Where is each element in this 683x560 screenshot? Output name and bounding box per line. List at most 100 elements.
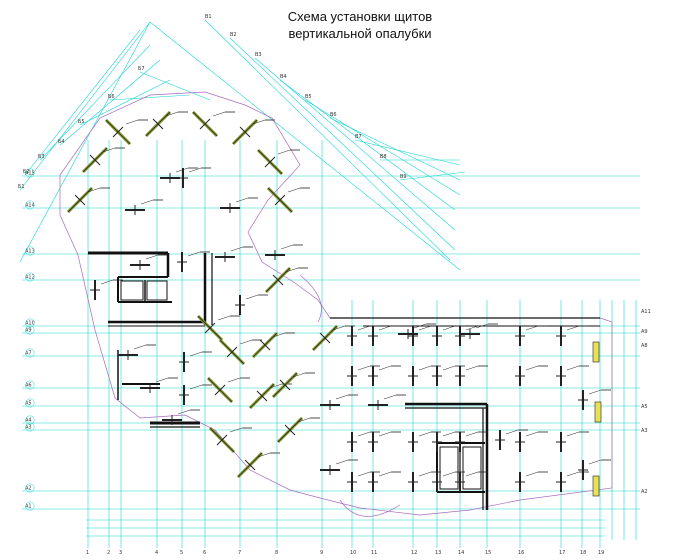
edge-panel-marker — [592, 475, 600, 497]
panel-tie — [244, 459, 256, 471]
leader-line — [525, 365, 539, 371]
panel-orthogonal — [179, 351, 212, 372]
grid-col-label: 10 — [350, 550, 356, 556]
leader-line — [442, 431, 456, 437]
leader-line — [418, 431, 432, 437]
grid-col-label: 9 — [320, 550, 323, 556]
walls — [88, 251, 600, 510]
panel-tie — [264, 156, 276, 168]
grid-row-label: А1 — [25, 504, 32, 510]
edge-panel-marker — [592, 341, 600, 363]
title-line-2: вертикальной опалубки — [288, 26, 432, 41]
leader-line — [378, 471, 392, 477]
panel-orthogonal — [556, 471, 589, 492]
grid-diag-label-right: В6 — [330, 112, 337, 118]
panel-orthogonal — [125, 199, 163, 215]
grid-row-bubble — [25, 200, 35, 210]
panel-orthogonal — [368, 325, 401, 346]
leader-line — [566, 471, 580, 477]
leader-line — [505, 429, 519, 435]
grid-diagonal-right — [354, 139, 461, 166]
leader-line — [378, 431, 392, 437]
grid-diag-label-left: Б1 — [18, 184, 25, 190]
grid-row-bubble — [25, 380, 35, 390]
grid-diagonal-left — [79, 79, 171, 126]
panel-diagonal — [271, 371, 315, 399]
panel-orthogonal — [556, 325, 589, 346]
panel-diagonal — [206, 376, 250, 404]
panel-tie — [216, 434, 228, 446]
leader-line — [525, 431, 539, 437]
grid-diag-label-left: Б2 — [23, 169, 30, 175]
leader-line — [187, 251, 201, 257]
leader-line — [280, 244, 294, 250]
panel-orthogonal — [455, 471, 488, 492]
panel-orthogonal — [320, 459, 358, 475]
leader-line — [465, 325, 479, 331]
edge-panel-marker — [594, 401, 602, 423]
panel-orthogonal — [90, 279, 123, 300]
leader-line — [285, 267, 299, 273]
leader-line — [125, 119, 139, 125]
panel-tie — [112, 126, 124, 138]
grid-col-label: 8 — [275, 550, 278, 556]
leader-line — [292, 372, 306, 378]
panel-orthogonal — [368, 394, 406, 410]
leader-line — [277, 149, 291, 155]
leader-line — [257, 452, 271, 458]
panel-orthogonal — [556, 431, 589, 452]
panel-diagonal — [218, 338, 262, 366]
leader-line — [335, 394, 349, 400]
panel-tie — [274, 194, 286, 206]
panel-orthogonal — [178, 167, 211, 188]
panel-diagonal — [264, 266, 308, 294]
grid-row-bubble — [25, 415, 35, 425]
grid-row-label: А12 — [25, 275, 35, 281]
leader-line — [175, 167, 189, 173]
leader-line — [588, 459, 602, 465]
grid-diagonal-left — [24, 29, 141, 176]
opening-rect — [462, 446, 482, 490]
formwork-panels — [66, 110, 611, 497]
grid-col-label: 14 — [458, 550, 464, 556]
grid-row-label: А2 — [25, 486, 32, 492]
leader-line — [475, 323, 489, 329]
grid-diag-label-left: Б6 — [108, 94, 115, 100]
leader-line — [100, 279, 114, 285]
panel-orthogonal — [495, 429, 528, 450]
grid-row-bubble — [25, 246, 35, 256]
grid-row-bubble — [25, 318, 35, 328]
grid-col-label: 18 — [580, 550, 586, 556]
panel-orthogonal — [130, 254, 168, 270]
panel-orthogonal — [140, 377, 178, 393]
grid-row-label: А3 — [25, 425, 32, 431]
panel-tie — [199, 118, 211, 130]
panel-diagonal — [208, 426, 252, 454]
panel-tie — [74, 194, 86, 206]
leader-line — [155, 377, 169, 383]
panel-orthogonal — [515, 431, 548, 452]
grid-diagonal-right — [329, 117, 461, 181]
diagram-title: Схема установки щитов вертикальной опалу… — [230, 8, 490, 42]
panel-diagonal — [251, 331, 295, 359]
panel-diagonal — [236, 451, 280, 479]
leader-line — [442, 365, 456, 371]
axis-labels: А15А14А13А12А10А9А7А6А5А4А3А2А1А11А9А8А5… — [18, 14, 651, 556]
panel-orthogonal — [432, 431, 465, 452]
panel-orthogonal — [347, 365, 380, 386]
grid-col-label: 1 — [86, 550, 89, 556]
panel-orthogonal — [118, 344, 156, 360]
panel-diagonal — [144, 110, 188, 138]
panel-diagonal — [231, 118, 275, 146]
leader-line — [465, 431, 479, 437]
panel-orthogonal — [368, 431, 401, 452]
grid-diag-label-left: Б3 — [38, 154, 45, 160]
grid-diag-label-right: В8 — [380, 154, 387, 160]
grid-diag-label-right: В4 — [280, 74, 287, 80]
leader-line — [378, 325, 392, 331]
grid-diag-label-right: В3 — [255, 52, 262, 58]
leader-line — [465, 471, 479, 477]
panel-diagonal — [266, 186, 310, 214]
grid-col-label: 15 — [485, 550, 491, 556]
grid-row-label: А4 — [25, 418, 32, 424]
